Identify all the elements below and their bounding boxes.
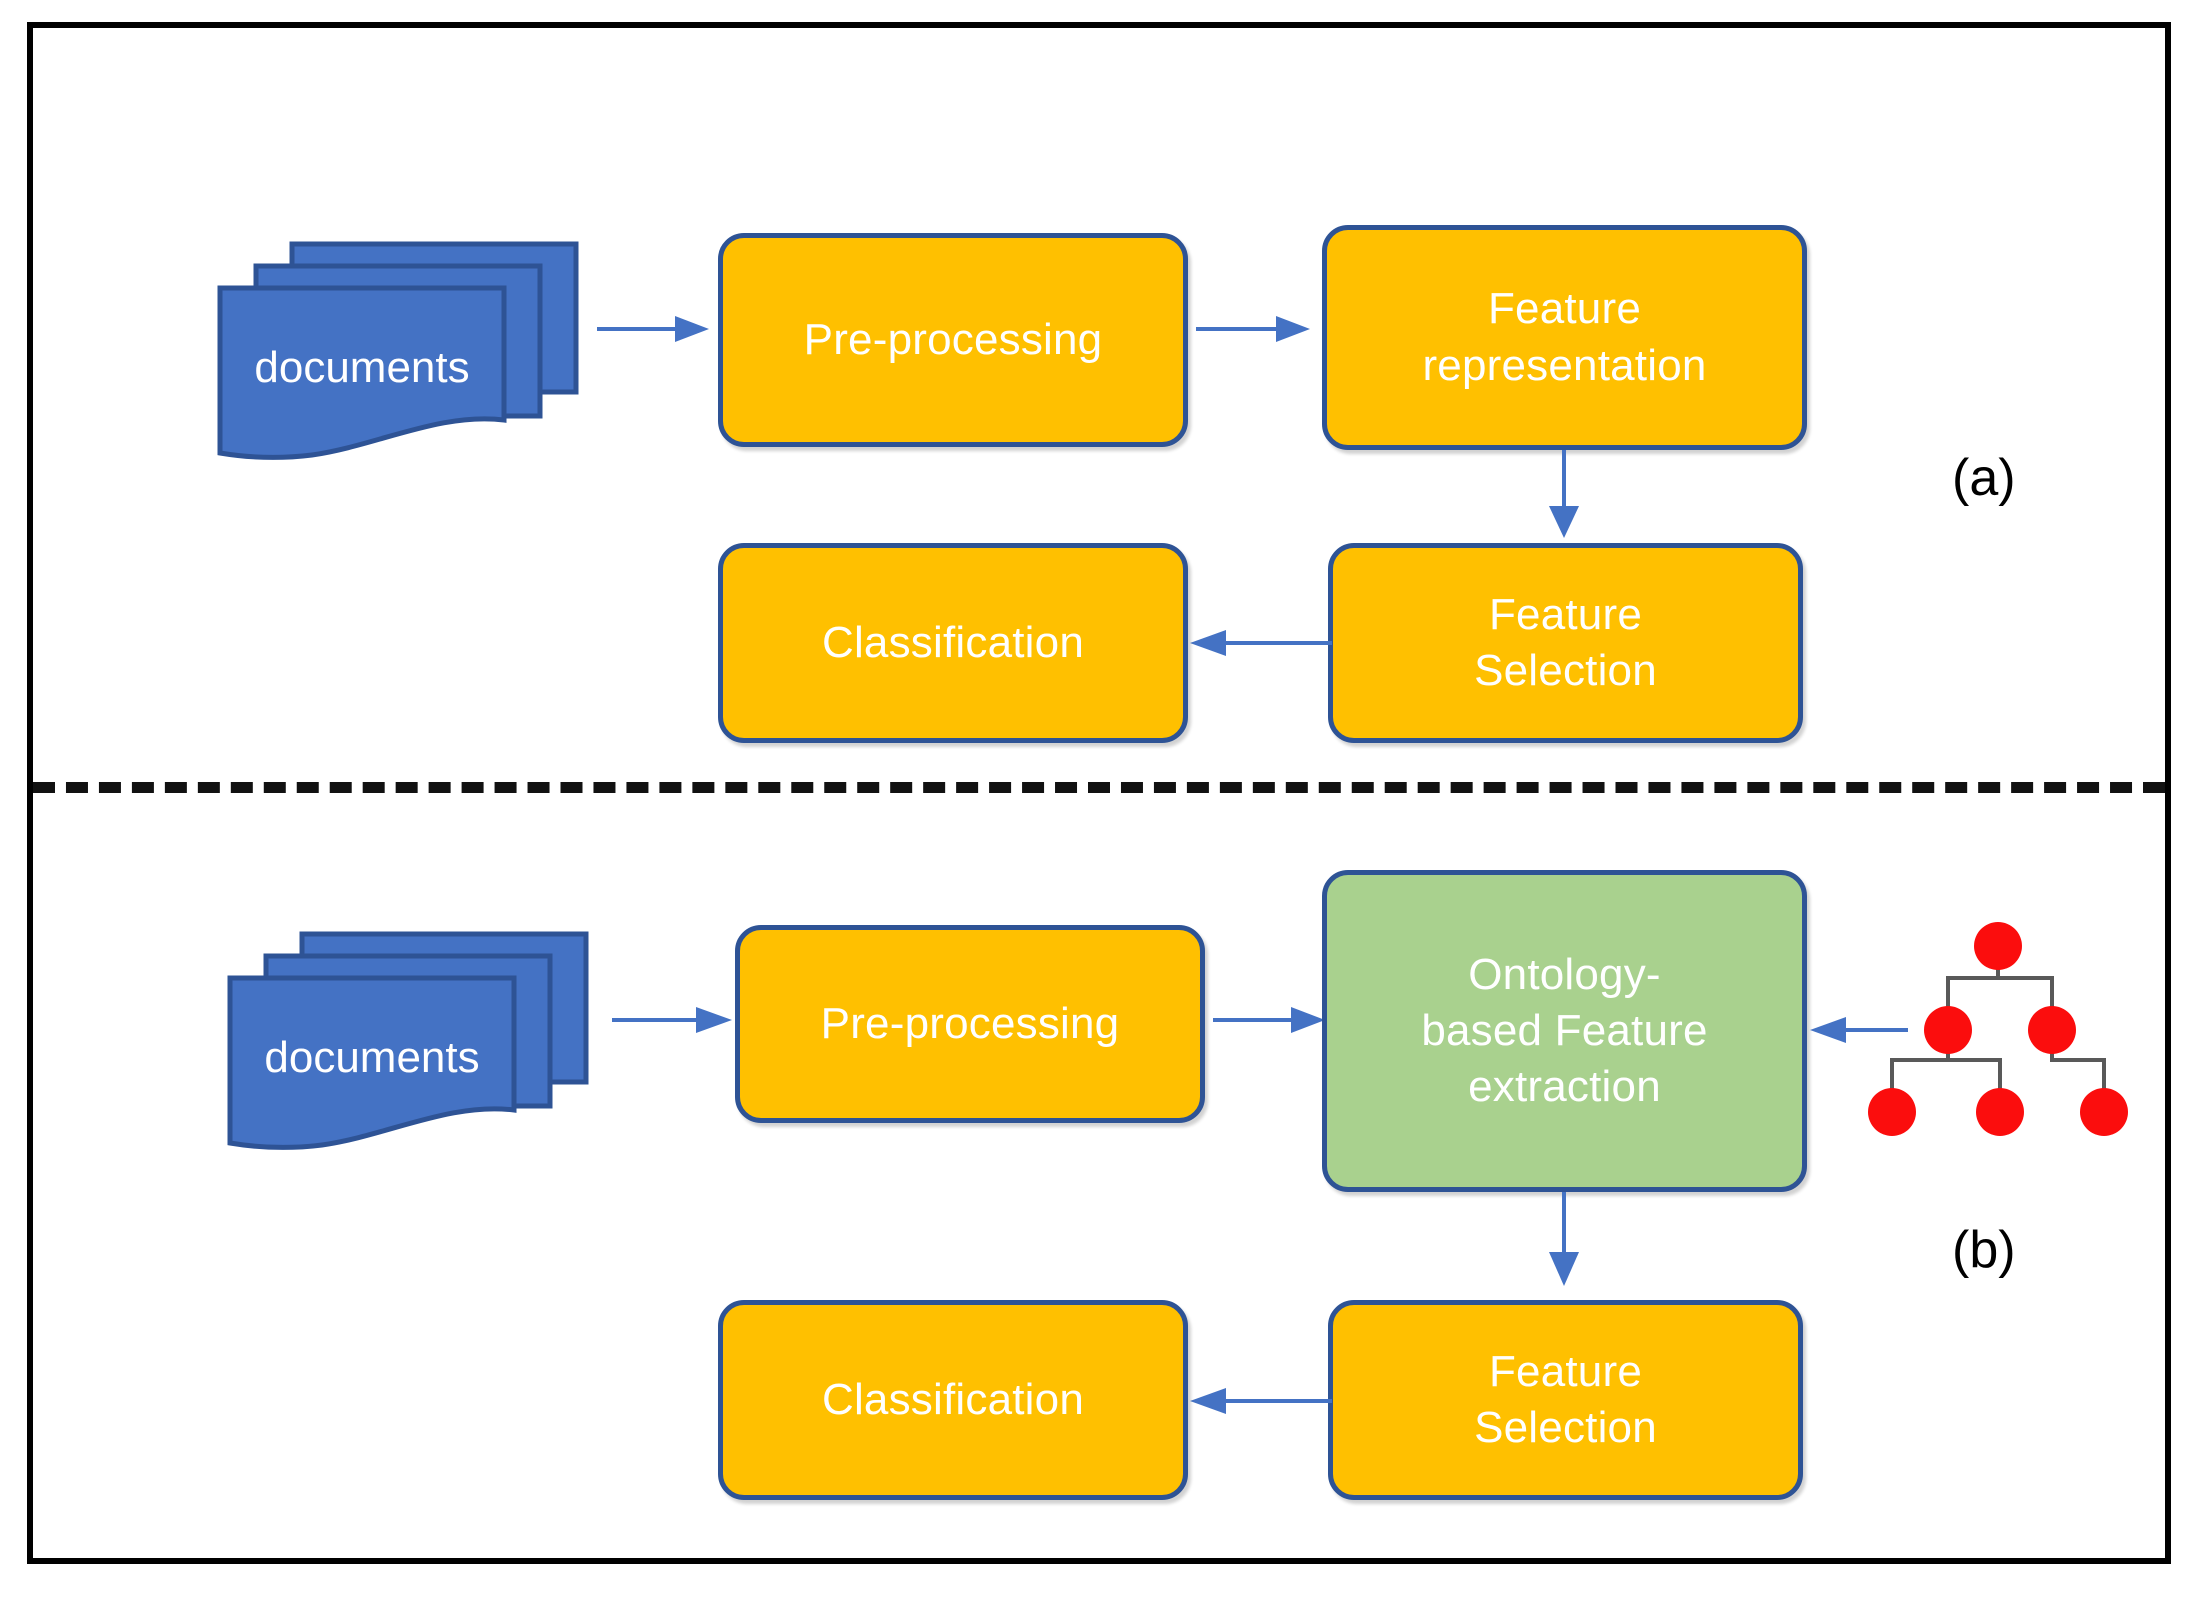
box-classification-a-label: Classification — [821, 617, 1084, 667]
box-pre-processing-b-label: Pre-processing — [820, 998, 1120, 1048]
documents-sheet-front-b — [227, 975, 517, 1150]
box-feature-representation-a-line2: representation — [1422, 340, 1707, 390]
box-feature-selection-a[interactable]: Feature Selection — [1328, 543, 1803, 743]
arrow-preprocessing-to-featurerep-a — [1196, 312, 1316, 346]
box-feature-representation-a-line1: Feature — [1487, 284, 1642, 334]
box-ontology-b-line2: based Feature — [1421, 1005, 1708, 1055]
box-feature-representation-a[interactable]: Feature representation — [1322, 225, 1807, 450]
box-ontology-based-feature-extraction-b[interactable]: Ontology- based Feature extraction — [1322, 870, 1807, 1192]
documents-stack-b: documents — [120, 930, 590, 1155]
arrow-featurerep-to-featuresel-a — [1541, 450, 1587, 542]
box-pre-processing-a[interactable]: Pre-processing — [718, 233, 1188, 447]
box-feature-selection-b-line2: Selection — [1474, 1403, 1657, 1452]
tree-node-root — [1974, 922, 2022, 970]
tree-node-child-2 — [2028, 1006, 2076, 1054]
box-feature-selection-b-line1: Feature — [1488, 1346, 1643, 1396]
box-feature-selection-a-line2: Selection — [1474, 646, 1657, 695]
arrow-ontology-to-featuresel-b — [1541, 1192, 1587, 1290]
box-classification-b[interactable]: Classification — [718, 1300, 1188, 1500]
documents-sheet-front-a — [217, 285, 507, 460]
panel-label-a: (a) — [1952, 449, 2016, 507]
box-feature-selection-b[interactable]: Feature Selection — [1328, 1300, 1803, 1500]
ontology-tree-icon — [1855, 920, 2145, 1140]
box-classification-a[interactable]: Classification — [718, 543, 1188, 743]
box-ontology-b-line1: Ontology- — [1468, 949, 1661, 999]
box-ontology-b-line3: extraction — [1468, 1062, 1661, 1112]
tree-node-leaf-1 — [1868, 1088, 1916, 1136]
box-pre-processing-b[interactable]: Pre-processing — [735, 925, 1205, 1123]
arrow-documents-to-preprocessing-a — [597, 312, 715, 346]
box-classification-b-label: Classification — [821, 1374, 1084, 1424]
tree-node-leaf-2 — [1976, 1088, 2024, 1136]
arrow-featuresel-to-classification-b — [1186, 1384, 1332, 1418]
arrow-documents-to-preprocessing-b — [612, 1003, 738, 1037]
panel-divider — [33, 782, 2165, 793]
arrow-featuresel-to-classification-a — [1186, 626, 1332, 660]
documents-stack-a: documents — [110, 240, 580, 465]
box-pre-processing-a-label: Pre-processing — [803, 314, 1103, 364]
box-feature-selection-a-line1: Feature — [1488, 589, 1643, 639]
tree-node-child-1 — [1924, 1006, 1972, 1054]
arrow-tree-to-ontology-b — [1808, 1013, 1908, 1047]
arrow-preprocessing-to-ontology-b — [1213, 1003, 1331, 1037]
tree-node-leaf-3 — [2080, 1088, 2128, 1136]
panel-label-b: (b) — [1952, 1221, 2016, 1279]
